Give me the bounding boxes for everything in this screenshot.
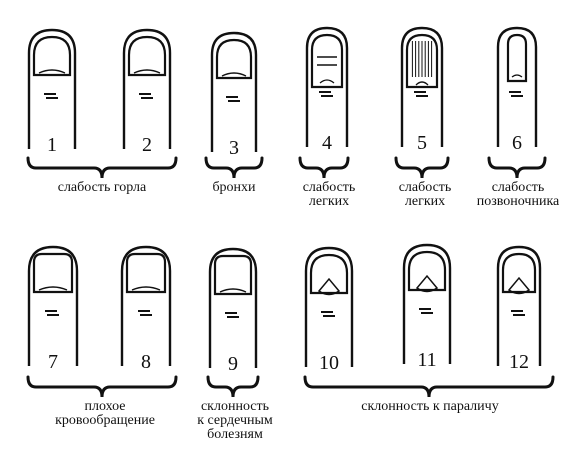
brace-paralysis: [303, 375, 555, 398]
lunula: [219, 288, 247, 293]
finger-number: 4: [322, 132, 332, 154]
finger-outline: [496, 26, 538, 147]
brace-throat: [26, 156, 178, 179]
brace-lungs-5: [394, 156, 450, 179]
finger-outline: [210, 31, 258, 152]
lunula: [131, 286, 161, 291]
finger-outline: [496, 245, 542, 366]
finger-9: 9: [208, 247, 258, 375]
finger-number: 10: [319, 352, 339, 374]
finger-number: 9: [228, 353, 238, 375]
finger-outline: [304, 246, 354, 367]
finger-outline: [122, 28, 172, 149]
finger-number: 11: [417, 349, 436, 371]
finger-number: 3: [229, 137, 239, 159]
lunula: [133, 69, 161, 74]
nail-outline: [310, 33, 344, 89]
finger-outline: [305, 26, 349, 147]
finger-number: 5: [417, 132, 427, 154]
lunula: [221, 72, 247, 77]
nail-outline: [215, 38, 253, 80]
finger-number: 12: [509, 351, 529, 373]
caption-spine-weakness: слабость позвоночника: [476, 180, 560, 209]
finger-10: 10: [304, 246, 354, 374]
finger-outline: [402, 243, 452, 364]
brace-spine: [487, 156, 547, 179]
nail-outline: [405, 33, 439, 89]
nail-outline: [506, 33, 528, 83]
lunula: [415, 274, 439, 293]
finger-4: 4: [305, 26, 349, 154]
finger-outline: [27, 245, 79, 366]
nail-outline: [125, 252, 167, 294]
caption-bronchi: бронхи: [212, 180, 256, 195]
nail-outline: [407, 250, 447, 292]
finger-number: 2: [142, 134, 152, 156]
finger-8: 8: [120, 245, 172, 373]
finger-1: 1: [27, 28, 77, 156]
finger-3: 3: [210, 31, 258, 159]
finger-outline: [208, 247, 258, 368]
finger-number: 8: [141, 351, 151, 373]
caption-paralysis: склонность к параличу: [361, 399, 499, 414]
lunula: [38, 286, 68, 291]
brace-lungs-4: [298, 156, 350, 179]
brace-bronchi: [204, 156, 264, 179]
nail-outline: [32, 252, 74, 294]
finger-7: 7: [27, 245, 79, 373]
brace-circulation: [26, 375, 178, 398]
finger-outline: [27, 28, 77, 149]
nail-outline: [309, 253, 349, 295]
brace-heart: [206, 375, 260, 398]
finger-number: 1: [47, 134, 57, 156]
lunula: [511, 74, 523, 78]
finger-number: 7: [48, 351, 58, 373]
caption-throat-weakness: слабость горла: [57, 180, 147, 195]
caption-lung-weakness-5: слабость легких: [398, 180, 452, 209]
lunula: [38, 69, 66, 74]
finger-outline: [120, 245, 172, 366]
nail-outline: [501, 252, 537, 294]
lunula: [317, 277, 341, 296]
finger-6: 6: [496, 26, 538, 154]
finger-outline: [400, 26, 444, 147]
lunula: [415, 81, 429, 86]
finger-11: 11: [402, 243, 452, 371]
lunula: [319, 79, 335, 84]
lunula: [507, 276, 531, 295]
caption-lung-weakness-4: слабость легких: [302, 180, 356, 209]
nail-outline: [127, 35, 167, 77]
nail-outline: [213, 254, 253, 296]
nail-outline: [32, 35, 72, 77]
finger-2: 2: [122, 28, 172, 156]
caption-poor-circulation: плохое кровообращение: [55, 399, 155, 428]
finger-number: 6: [512, 132, 522, 154]
finger-12: 12: [496, 245, 542, 373]
finger-5: 5: [400, 26, 444, 154]
caption-heart-disease: склонность к сердечным болезням: [197, 399, 273, 442]
